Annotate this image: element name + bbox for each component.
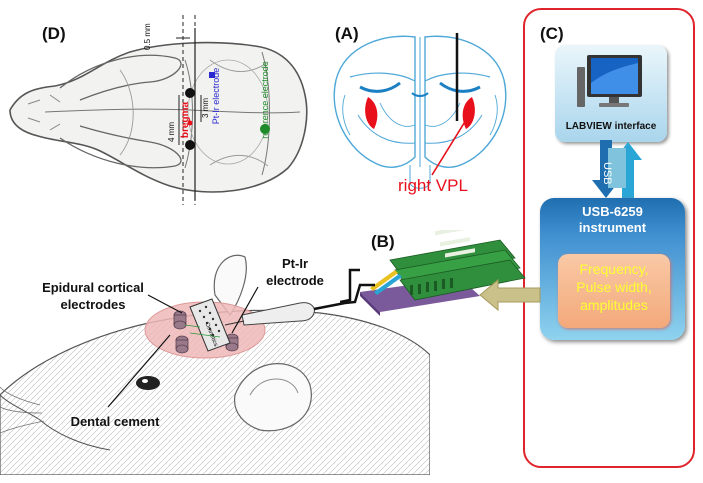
panel-label-c: (C)	[540, 24, 564, 43]
epidural-label: Epidural cortical electrodes	[18, 279, 168, 313]
ptir-line2: electrode	[266, 273, 324, 288]
labview-label: LABVIEW interface	[565, 121, 657, 132]
vpl-label: right VPL	[398, 176, 468, 195]
system-frame	[523, 8, 695, 468]
ptir-label: Pt-Ir electrode	[245, 255, 345, 289]
rat-illustration: Omnetics	[0, 254, 430, 475]
panel-label-a: (A)	[335, 24, 359, 43]
params-line1: Frequency,	[579, 261, 649, 277]
dim-3mm: 3 mm	[201, 98, 210, 118]
computer-icon	[577, 55, 642, 107]
brain-section	[333, 33, 507, 189]
dental-label: Dental cement	[70, 414, 160, 429]
panel-label-b: (B)	[371, 232, 395, 251]
dim-4mm: 4 mm	[167, 122, 176, 142]
instrument-line2: instrument	[578, 220, 647, 235]
circuit-board	[340, 230, 541, 316]
usb-arrows	[592, 140, 642, 200]
params-line3: amplitudes	[580, 297, 648, 313]
reference-label: reference electrode	[260, 61, 270, 139]
skull-drawing: 0.5 mm 4 mm 3 mm bregma Pt-Ir electrode …	[9, 15, 308, 205]
epidural-line1: Epidural cortical	[42, 280, 144, 295]
labview-card: LABVIEW interface	[555, 45, 667, 142]
params-line2: Pulse width,	[576, 279, 652, 295]
panel-label-d: (D)	[42, 24, 66, 43]
usb-label: USB	[601, 162, 613, 185]
params-box: Frequency, Pulse width, amplitudes	[558, 254, 670, 328]
instrument-box: USB-6259 instrument Frequency, Pulse wid…	[540, 198, 685, 340]
ptir-line1: Pt-Ir	[282, 256, 308, 271]
ptir-skull-label: Pt-Ir electrode	[211, 68, 221, 125]
epidural-line2: electrodes	[60, 297, 126, 312]
instrument-line1: USB-6259	[582, 204, 643, 219]
bregma-label: bregma	[180, 102, 191, 139]
dim-0.5mm: 0.5 mm	[143, 23, 152, 50]
